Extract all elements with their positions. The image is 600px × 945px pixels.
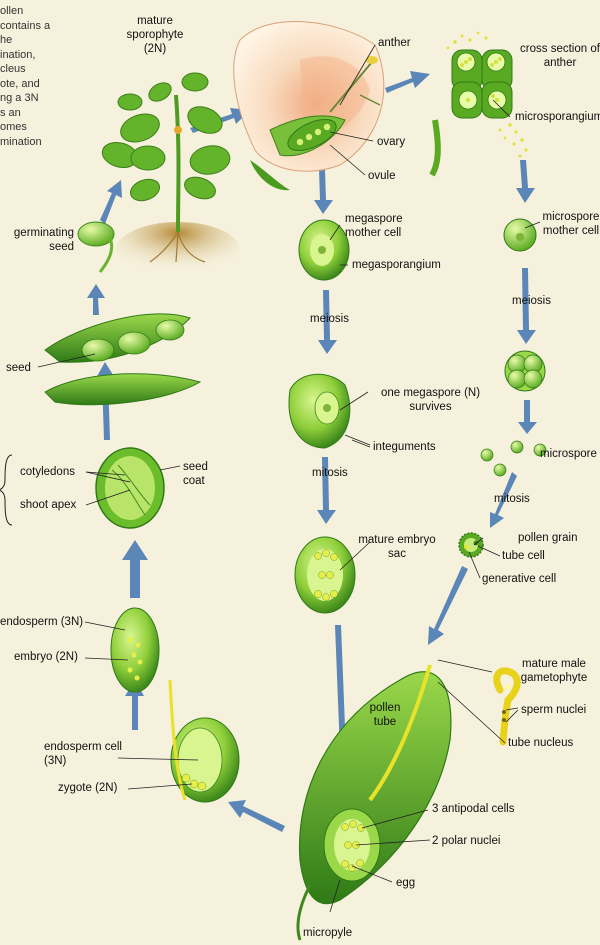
label-meiosis-left: meiosis: [310, 313, 349, 325]
caption-line: he: [0, 34, 13, 46]
mature-embryo-sac: [294, 536, 356, 614]
label-microsporangium: microsporangium: [515, 111, 600, 123]
megaspore-survives: [288, 373, 351, 449]
zygote-stage: [168, 679, 240, 803]
arrow-mitosis-right: [490, 472, 517, 528]
label-germinating-seed: germinating seed: [13, 227, 74, 253]
arrow-anther-to-microspore-mother: [516, 160, 535, 203]
label-ovule: ovule: [368, 170, 396, 182]
label-ovary: ovary: [377, 136, 406, 148]
mature-sporophyte-plant: [101, 72, 240, 278]
caption-line: contains a: [0, 19, 51, 32]
arrow-microspore-meiosis: [517, 268, 536, 344]
developing-embryo: [110, 607, 160, 693]
label-pollen-grain: pollen grain: [518, 532, 578, 544]
arrow-pollen-to-gametophyte: [428, 566, 468, 645]
label-mature-sporophyte: mature sporophyte (2N): [126, 15, 184, 55]
label-micropyle: micropyle: [303, 927, 353, 939]
label-mature-embryo-sac: mature embryo sac: [358, 534, 436, 560]
label-endosperm-cell: endosperm cell (3N): [44, 741, 122, 767]
arrow-tetrad-to-microspores: [518, 400, 537, 434]
label-seed: seed: [6, 362, 31, 374]
arrow-megaspore-meiosis: [318, 290, 337, 354]
arrow-flower-to-megaspore: [314, 170, 333, 214]
arrow-embryo-to-seed-head: [122, 540, 148, 560]
seed-pods: [44, 313, 202, 406]
brace: [0, 454, 13, 526]
flower-with-ovary: [233, 21, 385, 191]
leader-lines: [37, 44, 541, 913]
label-integuments: integuments: [373, 441, 436, 453]
caption-line: cleus: [0, 63, 26, 75]
caption-line: s an: [0, 106, 21, 119]
mature-male-gametophyte: [493, 667, 521, 746]
label-zygote: zygote (2N): [58, 782, 118, 794]
arrow-pod-up: [87, 284, 105, 315]
megaspore-mother-cell: [298, 219, 350, 281]
label-microspore-mother-cell: microspore mother cell: [542, 211, 600, 237]
label-shoot-apex: shoot apex: [20, 499, 77, 511]
label-meiosis-right: meiosis: [512, 295, 551, 307]
seed-section: [95, 447, 165, 529]
microspores: [480, 440, 547, 477]
caption-line: ination,: [0, 48, 36, 61]
arrow-mitosis-left: [317, 457, 336, 524]
arrow-flower-to-anther: [385, 71, 430, 93]
caption-line: ote, and: [0, 77, 40, 90]
caption-fragment: ollen contains a he ination, cleus ote, …: [0, 4, 50, 149]
label-cross-section-of-anther: cross section of anther: [520, 43, 600, 69]
arrow-ovule-to-zygote: [228, 800, 285, 832]
label-mitosis-right: mitosis: [494, 493, 530, 505]
caption-line: omes: [0, 121, 27, 133]
label-egg: egg: [396, 877, 416, 889]
label-megaspore-mother-cell: megaspore mother cell: [345, 213, 403, 239]
label-polar-nuclei: 2 polar nuclei: [432, 835, 501, 847]
label-one-megaspore-survives: one megaspore (N) survives: [380, 387, 481, 413]
label-pollen-tube: pollen tube: [369, 702, 401, 728]
label-seed-coat: seed coat: [183, 461, 208, 487]
arrow-embryo-to-seed: [130, 558, 140, 598]
label-cotyledons: cotyledons: [20, 466, 75, 478]
anther-cross-section: [429, 31, 528, 177]
caption-line: mination: [0, 135, 42, 148]
label-microspore: microspore (: [540, 448, 600, 460]
arrow-zygote-to-embryo: [125, 680, 144, 730]
label-generative-cell: generative cell: [482, 573, 557, 585]
caption-line: ollen: [0, 5, 24, 17]
microspore-mother-cell: [503, 218, 537, 252]
label-antipodal-cells: 3 antipodal cells: [432, 803, 515, 815]
pollen-grain: [458, 532, 484, 558]
label-megasporangium: megasporangium: [352, 259, 441, 271]
label-mitosis-left: mitosis: [312, 467, 348, 479]
label-embryo-2n: embryo (2N): [14, 651, 78, 663]
label-endosperm-3n: endosperm (3N): [0, 616, 84, 628]
label-tube-nucleus: tube nucleus: [508, 737, 574, 749]
arrow-embryo-sac-to-ovule: [334, 625, 353, 768]
label-tube-cell: tube cell: [502, 550, 545, 562]
label-sperm-nuclei: sperm nuclei: [521, 704, 587, 716]
microspore-tetrad: [504, 350, 546, 392]
label-mature-male-gametophyte: mature male gametophyte: [520, 658, 588, 684]
arrow-germinating-to-plant: [100, 180, 122, 224]
germinating-seed: [77, 221, 115, 273]
label-anther: anther: [378, 37, 411, 49]
caption-line: ng a 3N: [0, 92, 39, 104]
